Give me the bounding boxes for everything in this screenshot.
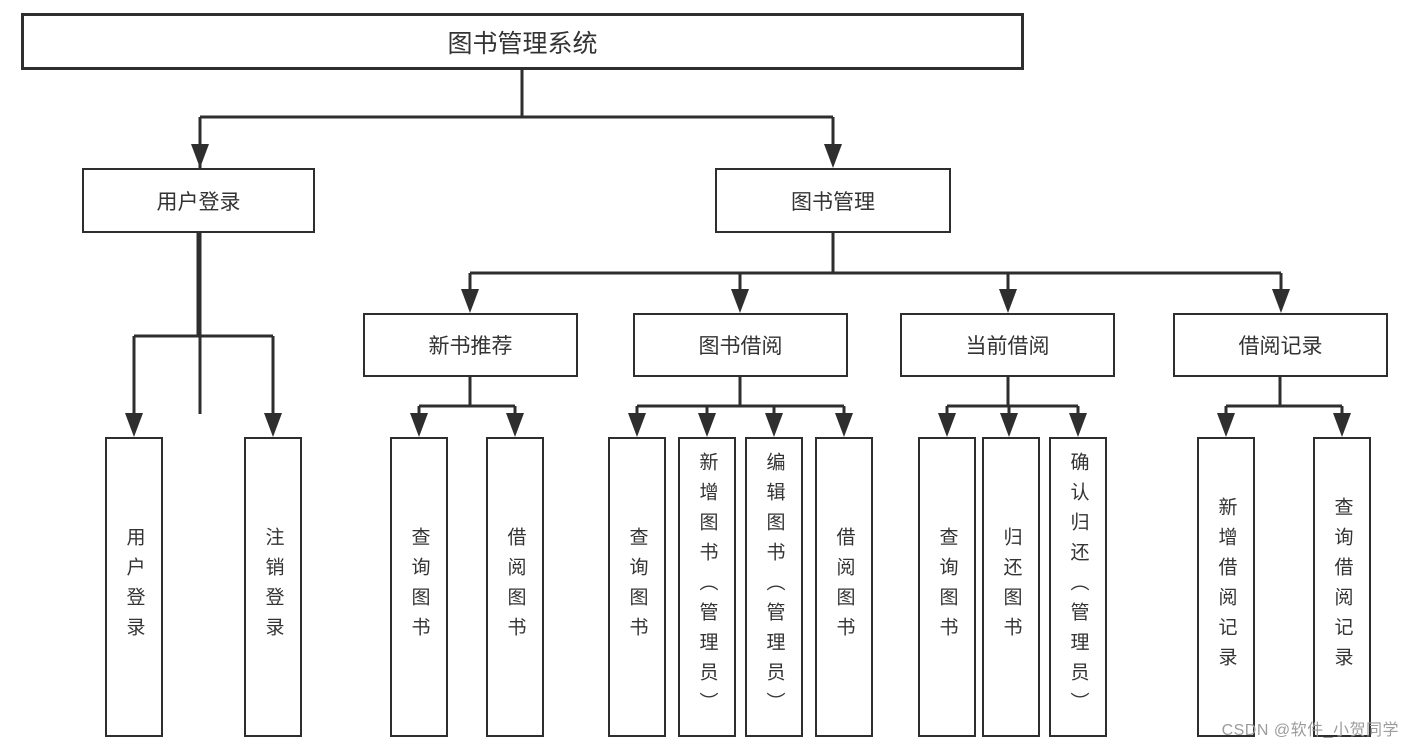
node-label: 新增图书（管理员） [696,452,718,722]
node-label: 借阅记录 [1238,335,1323,358]
connector-book-management-to-sections [461,233,1290,313]
node-new-book-recommend: 新书推荐 [363,313,578,377]
leaf-edit-books-admin: 编辑图书（管理员） [745,437,803,737]
node-label: 用户登录 [123,527,145,647]
node-label: 查询图书 [626,527,648,647]
leaf-query-books-current: 查询图书 [918,437,976,737]
leaf-confirm-return-admin: 确认归还（管理员） [1049,437,1107,737]
node-label: 注销登录 [262,527,284,647]
csdn-watermark: CSDN @软件_小贺同学 [1221,722,1399,739]
connector-borrow-to-leaves [628,377,853,437]
connector-recommend-to-leaves [410,377,524,437]
node-label: 编辑图书（管理员） [763,452,785,722]
node-label: 图书借阅 [698,335,783,358]
node-label: 确认归还（管理员） [1067,452,1089,722]
leaf-add-borrow-record: 新增借阅记录 [1197,437,1255,737]
node-label: 借阅图书 [833,527,855,647]
node-label: 新书推荐 [428,335,513,358]
node-label: 查询图书 [408,527,430,647]
node-label: 用户登录 [156,190,241,214]
node-book-borrow: 图书借阅 [633,313,848,377]
connector-current-to-leaves [938,377,1087,437]
node-user-login: 用户登录 [82,168,315,233]
leaf-query-books-recommend: 查询图书 [390,437,448,737]
leaf-query-borrow-record: 查询借阅记录 [1313,437,1371,737]
leaf-logout-login: 注销登录 [244,437,302,737]
node-library-management-system: 图书管理系统 [21,13,1024,70]
node-book-management: 图书管理 [715,168,951,233]
node-label: 新增借阅记录 [1215,497,1237,677]
leaf-user-login: 用户登录 [105,437,163,737]
node-label: 查询借阅记录 [1331,497,1353,677]
node-label: 借阅图书 [504,527,526,647]
node-label: 查询图书 [936,527,958,647]
node-label: 图书管理 [791,190,875,214]
leaf-borrow-books: 借阅图书 [815,437,873,737]
leaf-borrow-books-recommend: 借阅图书 [486,437,544,737]
connector-user-login-to-leaves [125,233,282,437]
node-borrow-records: 借阅记录 [1173,313,1388,377]
leaf-query-books-borrow: 查询图书 [608,437,666,737]
leaf-return-books: 归还图书 [982,437,1040,737]
node-current-borrow: 当前借阅 [900,313,1115,377]
connector-records-to-leaves [1217,377,1351,437]
node-label: 归还图书 [1000,527,1022,647]
node-label: 当前借阅 [965,335,1050,358]
node-label: 图书管理系统 [447,29,598,58]
leaf-add-books-admin: 新增图书（管理员） [678,437,736,737]
